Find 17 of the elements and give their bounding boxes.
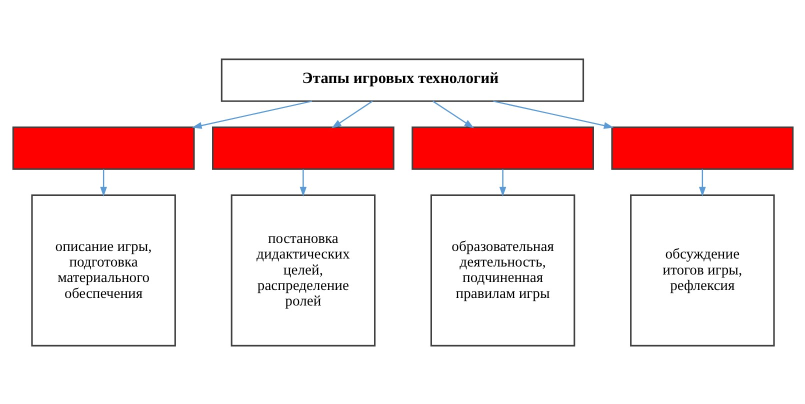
node-box: постановка дидактических целей, распределение ролей [230, 194, 376, 346]
node-box: образовательная деятельность, подчиненная правилам игры [430, 194, 575, 346]
arrow [432, 100, 474, 128]
arrow [331, 100, 372, 128]
node-box: обсуждение итогов игры, рефлексия [630, 194, 774, 346]
node-box: Этапы игровых технологий [220, 58, 584, 102]
arrow [492, 100, 614, 128]
node-box [610, 126, 794, 170]
arrow [299, 168, 306, 196]
node-box: описание игры, подготовка материального обеспечения [30, 194, 176, 346]
arrow [191, 100, 312, 128]
arrow [698, 168, 706, 196]
arrow [100, 168, 107, 196]
node-box [212, 126, 394, 170]
node-box [12, 126, 194, 170]
arrow [498, 168, 506, 196]
node-box [411, 126, 594, 170]
